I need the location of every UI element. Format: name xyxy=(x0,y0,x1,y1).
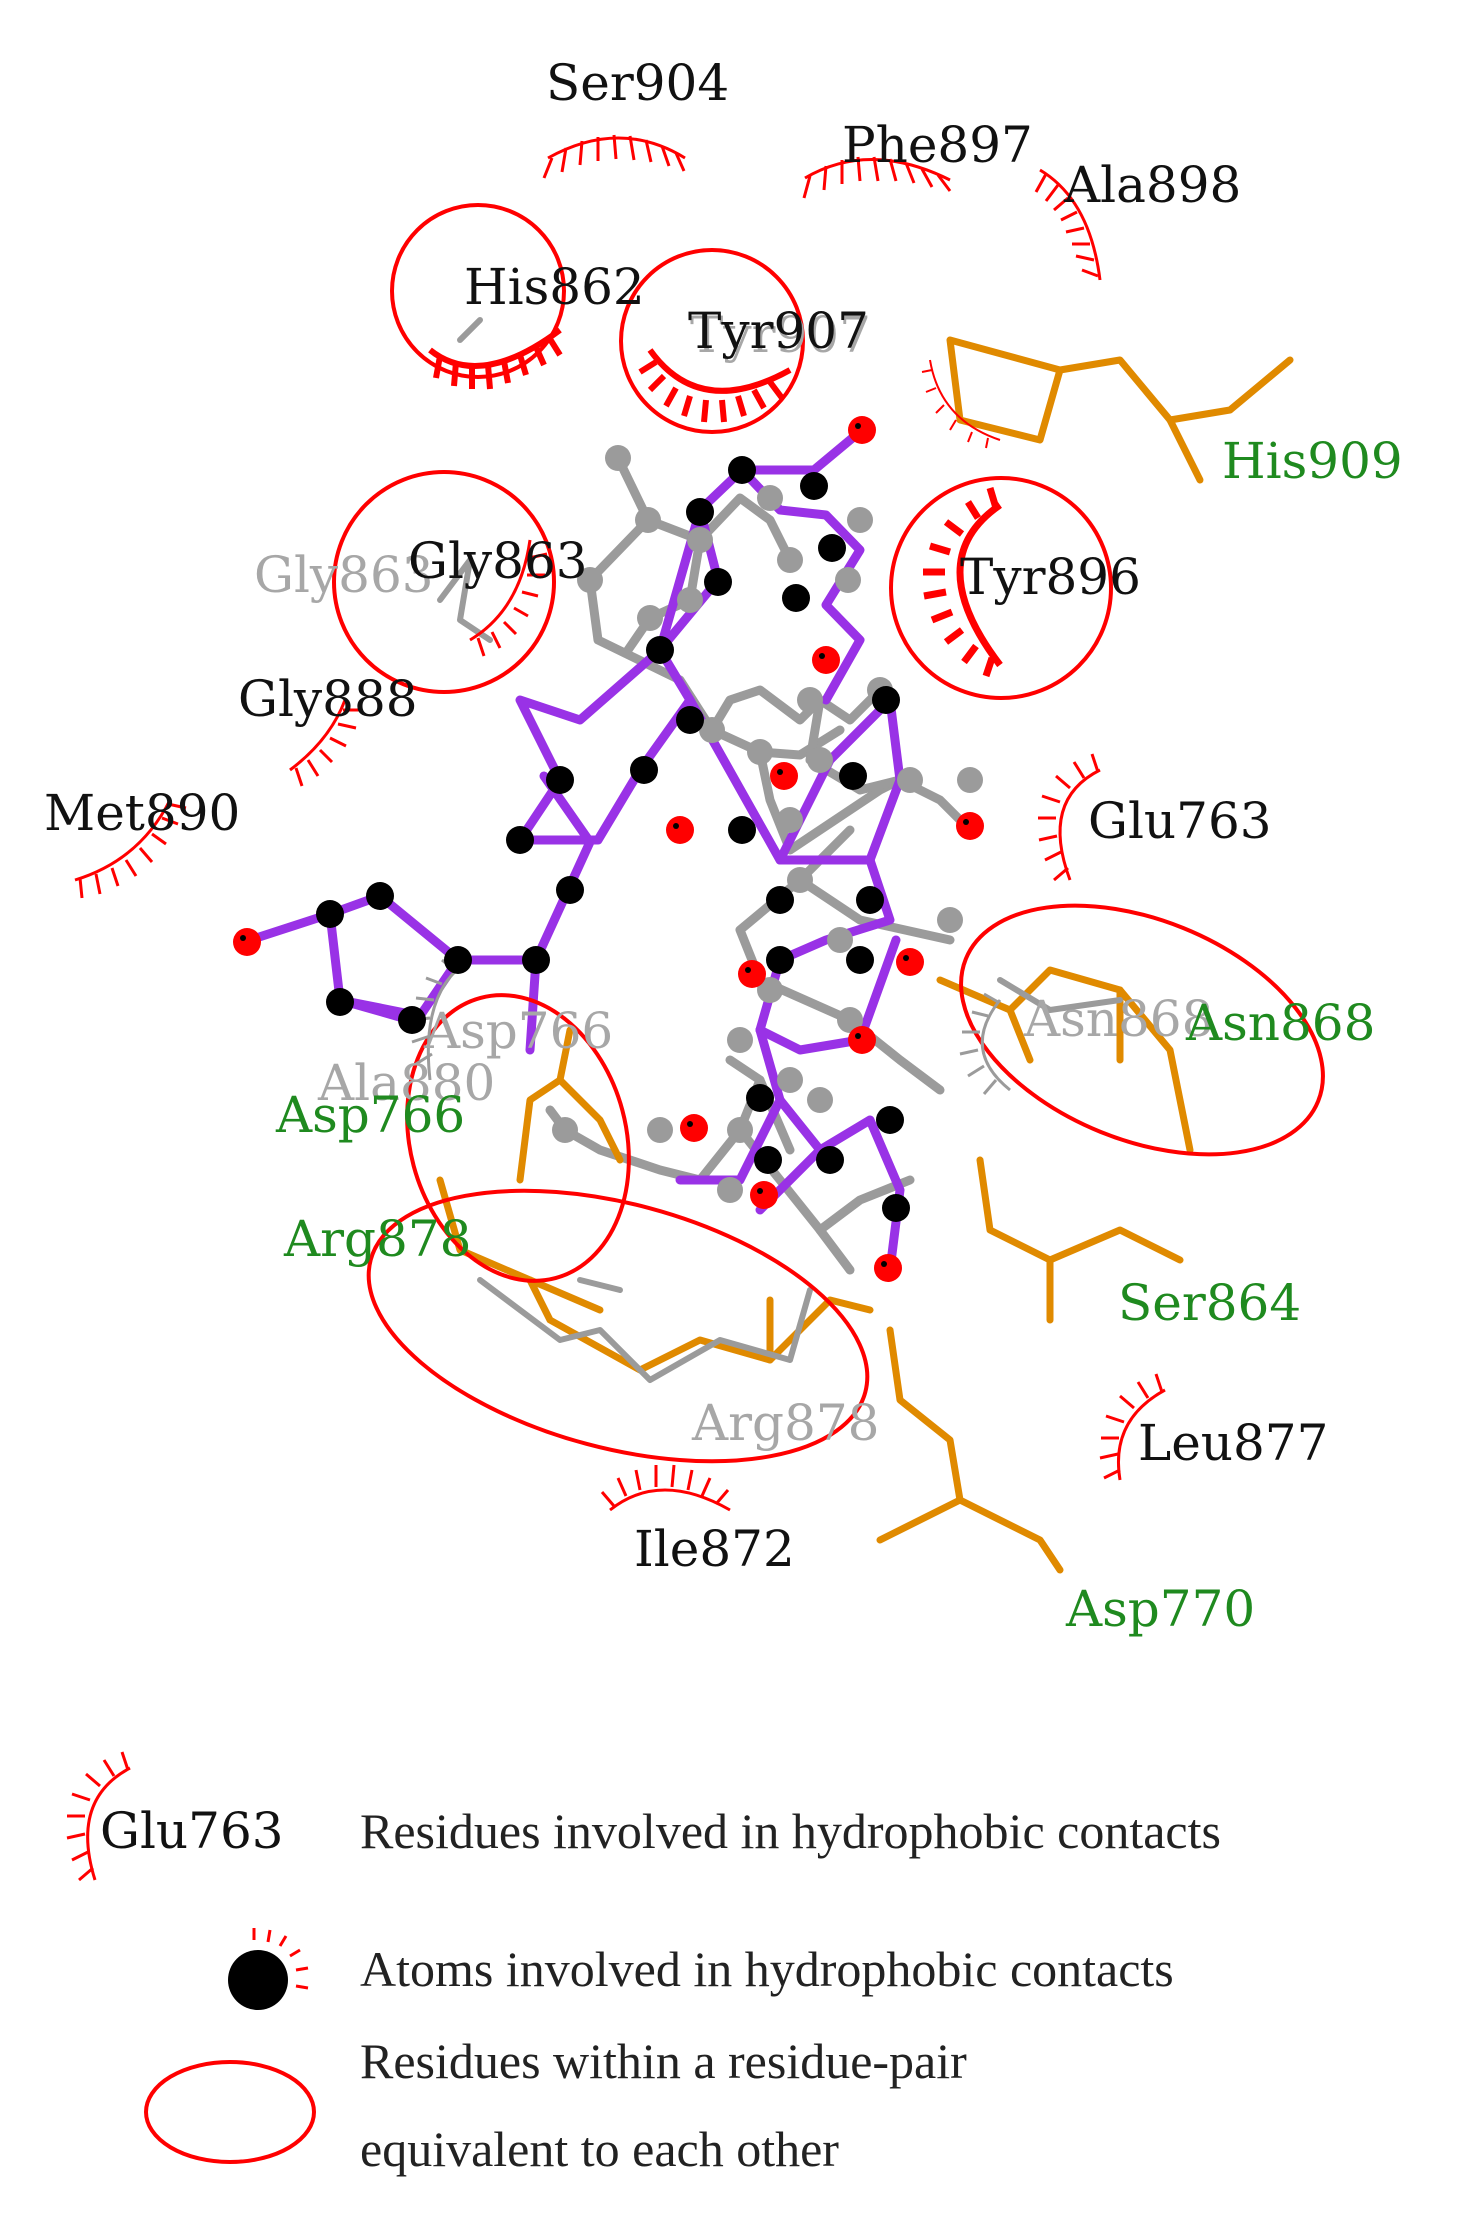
legend: Glu763 Residues involved in hydrophobic … xyxy=(66,1751,1221,2177)
legend-hydrophobic-atoms-text: Atoms involved in hydrophobic contacts xyxy=(360,1941,1174,1997)
label-ala898: Ala898 xyxy=(1063,156,1241,214)
label-asp770: Asp770 xyxy=(1065,1580,1255,1638)
ile872-arc xyxy=(600,1464,731,1512)
label-gly863-grey: Gly863 xyxy=(254,546,434,604)
label-asn868: Asn868 xyxy=(1185,994,1375,1052)
label-tyr907: Tyr907 xyxy=(688,302,869,360)
legend-residue-example: Glu763 xyxy=(100,1802,284,1860)
gly863-pair-ring xyxy=(332,470,556,694)
label-ile872: Ile872 xyxy=(634,1520,795,1578)
label-asp766-grey: Asp766 xyxy=(423,1002,613,1060)
tyr907-pair-ring xyxy=(619,248,805,434)
his862-arc xyxy=(428,327,563,390)
legend-pair-text-line2: equivalent to each other xyxy=(360,2121,839,2177)
grey-atoms xyxy=(552,445,983,1203)
leu877-arc xyxy=(1099,1373,1166,1481)
legend-pair-ring-icon xyxy=(144,2060,316,2164)
label-ser904: Ser904 xyxy=(546,54,729,112)
grey-side-chains xyxy=(437,317,1123,1383)
residue-labels: Tyr907 Gly863 Asp766 Ala880 Asn868 Arg87… xyxy=(44,54,1403,1638)
label-glu763: Glu763 xyxy=(1088,792,1272,850)
label-tyr896: Tyr896 xyxy=(960,548,1141,606)
label-his862: His862 xyxy=(464,258,645,316)
tyr896-pair-ring xyxy=(889,476,1113,700)
met890-arc xyxy=(74,799,187,899)
label-arg878: Arg878 xyxy=(283,1210,471,1268)
glu763-arc xyxy=(1038,753,1101,882)
ala898-arc xyxy=(1034,168,1102,281)
label-arg878-grey: Arg878 xyxy=(691,1394,879,1452)
label-gly888: Gly888 xyxy=(238,670,418,728)
label-gly863: Gly863 xyxy=(408,532,588,590)
label-ser864: Ser864 xyxy=(1118,1274,1301,1332)
ser904-arc xyxy=(542,134,686,179)
legend-hydrophobic-residue-icon xyxy=(66,1751,131,1882)
legend-pair-text-line1: Residues within a residue-pair xyxy=(360,2033,967,2089)
gly863-arc xyxy=(469,539,548,657)
label-phe897: Phe897 xyxy=(842,116,1033,174)
label-his909: His909 xyxy=(1222,432,1403,490)
tyr907-arc xyxy=(638,348,792,423)
label-ala880-grey: Ala880 xyxy=(317,1054,495,1112)
phe897-arc xyxy=(802,156,952,199)
his862-pair-ring xyxy=(390,203,566,379)
label-asp766: Asp766 xyxy=(275,1086,465,1144)
asn868-pair-ring xyxy=(959,903,1325,1157)
gly888-arc xyxy=(289,699,361,787)
label-asn868-grey: Asn868 xyxy=(1023,990,1213,1048)
his909-arc xyxy=(921,359,1001,449)
arg878-pair-ring xyxy=(366,1188,870,1464)
label-tyr907-grey: Tyr907 xyxy=(690,306,871,364)
carbon-atoms xyxy=(316,456,910,1222)
asp766-pair-ring xyxy=(405,993,631,1283)
tyr896-arc xyxy=(923,486,1003,678)
hydrophobic-arcs xyxy=(74,134,1166,1512)
legend-hydrophobic-atom-icon xyxy=(228,1928,309,2010)
label-met890: Met890 xyxy=(44,784,240,842)
label-leu877: Leu877 xyxy=(1138,1414,1328,1472)
asn868-grey-arc xyxy=(959,992,1011,1095)
equivalence-rings xyxy=(332,203,1325,1464)
legend-hydrophobic-residues-text: Residues involved in hydrophobic contact… xyxy=(360,1803,1221,1859)
oxygen-atoms xyxy=(233,416,984,1282)
